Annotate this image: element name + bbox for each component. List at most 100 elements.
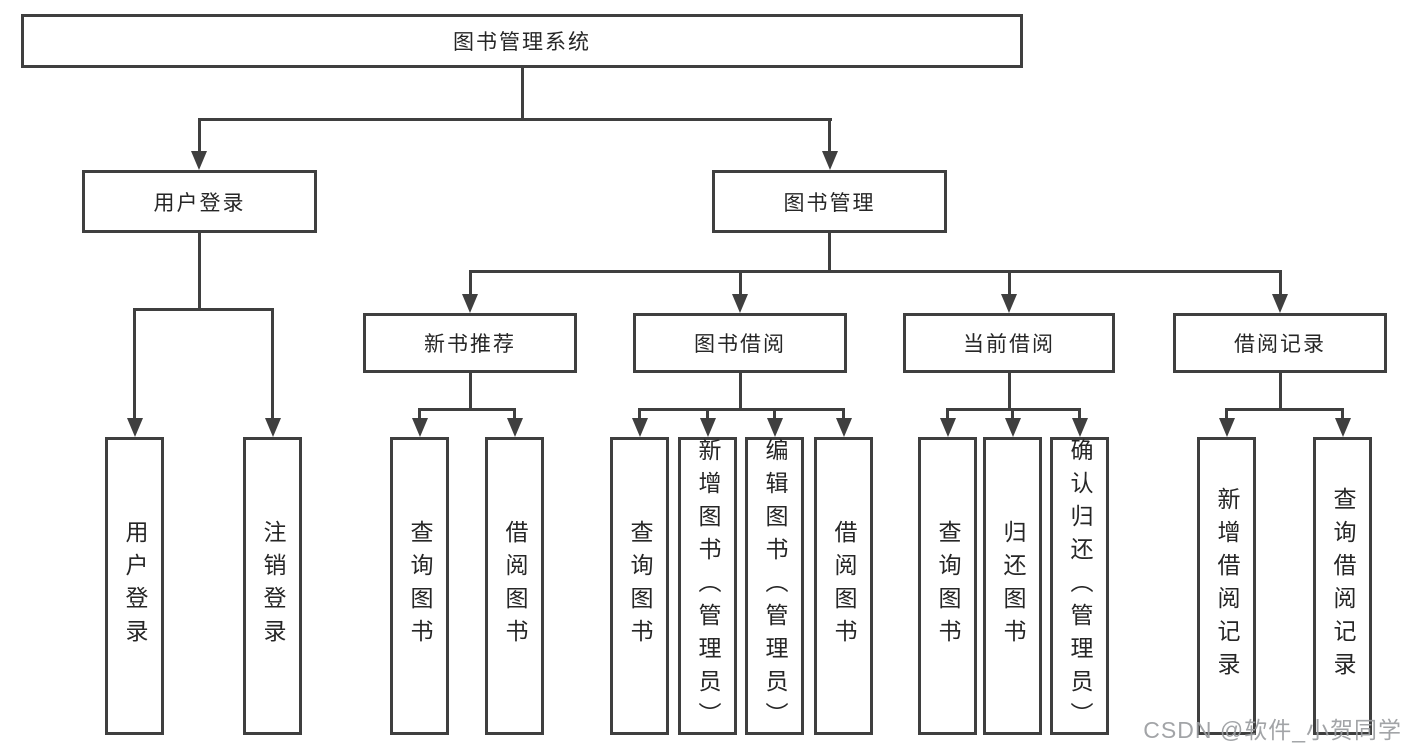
connector-line — [197, 118, 832, 121]
arrow-down-icon — [1004, 408, 1021, 437]
connector-line — [1225, 408, 1344, 411]
arrow-line — [1011, 408, 1014, 425]
arrow-head — [1218, 418, 1235, 437]
leaf-label: 归还图书 — [1000, 520, 1026, 652]
leaf-label: 注销登录 — [260, 520, 286, 652]
arrow-down-icon — [264, 308, 281, 437]
arrow-head — [462, 294, 478, 313]
arrow-head — [506, 418, 523, 437]
leaf-query-borrow-record: 查询借阅记录 — [1313, 437, 1372, 735]
arrow-head — [264, 418, 281, 437]
connector-line — [638, 408, 845, 411]
arrow-down-icon — [699, 408, 716, 437]
arrow-head — [732, 294, 748, 313]
arrow-down-icon — [1218, 408, 1235, 437]
arrow-down-icon — [766, 408, 783, 437]
arrow-head — [1272, 294, 1288, 313]
leaf-label: 新增借阅记录 — [1214, 487, 1240, 685]
arrow-line — [1341, 408, 1344, 425]
arrow-down-icon — [506, 408, 523, 437]
arrow-head — [699, 418, 716, 437]
leaf-label: 新增图书（管理员） — [695, 437, 721, 735]
arrow-line — [197, 118, 201, 158]
leaf-logout: 注销登录 — [243, 437, 302, 735]
arrow-down-icon — [462, 270, 478, 313]
arrow-line — [773, 408, 776, 425]
arrow-down-icon — [126, 308, 143, 437]
node-borrowing-records: 借阅记录 — [1173, 313, 1387, 373]
node-user-login: 用户登录 — [82, 170, 317, 233]
leaf-confirm-return-admin: 确认归还（管理员） — [1050, 437, 1109, 735]
arrow-line — [513, 408, 516, 425]
arrow-line — [271, 308, 274, 425]
leaf-label: 借阅图书 — [502, 520, 528, 652]
leaf-edit-books-admin: 编辑图书（管理员） — [745, 437, 804, 735]
connector-line — [828, 233, 831, 273]
arrow-down-icon — [821, 118, 838, 170]
node-book-management: 图书管理 — [712, 170, 947, 233]
arrow-line — [418, 408, 421, 425]
arrow-down-icon — [1071, 408, 1088, 437]
arrow-down-icon — [1001, 270, 1017, 313]
arrow-line — [1007, 270, 1011, 301]
arrow-down-icon — [1334, 408, 1351, 437]
node-label: 新书推荐 — [424, 333, 516, 356]
arrow-head — [1334, 418, 1351, 437]
node-label: 图书管理 — [783, 191, 876, 215]
arrow-line — [946, 408, 949, 425]
arrow-head — [1001, 294, 1017, 313]
leaf-label: 编辑图书（管理员） — [762, 437, 788, 735]
node-label: 用户登录 — [153, 191, 246, 215]
arrow-line — [133, 308, 136, 425]
arrow-down-icon — [732, 270, 748, 313]
arrow-line — [706, 408, 709, 425]
arrow-down-icon — [191, 118, 207, 170]
arrow-head — [1004, 418, 1021, 437]
node-current-borrowing: 当前借阅 — [903, 313, 1115, 373]
arrow-head — [411, 418, 428, 437]
connector-line — [468, 373, 472, 411]
arrow-head — [631, 418, 648, 437]
leaf-label: 查询借阅记录 — [1330, 487, 1356, 685]
arrow-line — [468, 270, 472, 301]
connector-line — [1007, 373, 1011, 411]
arrow-head — [939, 418, 956, 437]
arrow-down-icon — [411, 408, 428, 437]
leaf-add-borrow-record: 新增借阅记录 — [1197, 437, 1256, 735]
leaf-label: 借阅图书 — [831, 520, 857, 652]
arrow-line — [638, 408, 641, 425]
arrow-line — [738, 270, 742, 301]
leaf-label: 查询图书 — [627, 520, 653, 652]
connector-line — [418, 408, 516, 411]
connector-line — [1278, 373, 1282, 411]
node-book-borrowing: 图书借阅 — [633, 313, 847, 373]
leaf-label: 确认归还（管理员） — [1067, 437, 1093, 735]
arrow-line — [1225, 408, 1228, 425]
arrow-head — [835, 418, 852, 437]
leaf-user-login: 用户登录 — [105, 437, 164, 735]
node-library-system: 图书管理系统 — [21, 14, 1023, 68]
arrow-head — [821, 151, 838, 170]
leaf-label: 查询图书 — [935, 520, 961, 652]
node-label: 图书管理系统 — [453, 31, 591, 54]
leaf-add-books-admin: 新增图书（管理员） — [678, 437, 737, 735]
watermark: CSDN @软件_小贺同学 — [1143, 717, 1402, 743]
connector-line — [520, 68, 524, 121]
arrow-head — [126, 418, 143, 437]
connector-line — [738, 373, 742, 411]
leaf-borrow-books-borrowing: 借阅图书 — [814, 437, 873, 735]
connector-line — [468, 270, 1282, 273]
arrow-head — [766, 418, 783, 437]
node-new-book-recommend: 新书推荐 — [363, 313, 577, 373]
arrow-head — [191, 151, 207, 170]
arrow-head — [1071, 418, 1088, 437]
leaf-borrow-books-recommend: 借阅图书 — [485, 437, 544, 735]
node-label: 当前借阅 — [963, 333, 1055, 356]
arrow-line — [1278, 270, 1282, 301]
arrow-down-icon — [835, 408, 852, 437]
leaf-label: 用户登录 — [122, 520, 148, 652]
arrow-line — [1078, 408, 1081, 425]
leaf-return-books: 归还图书 — [983, 437, 1042, 735]
arrow-down-icon — [631, 408, 648, 437]
